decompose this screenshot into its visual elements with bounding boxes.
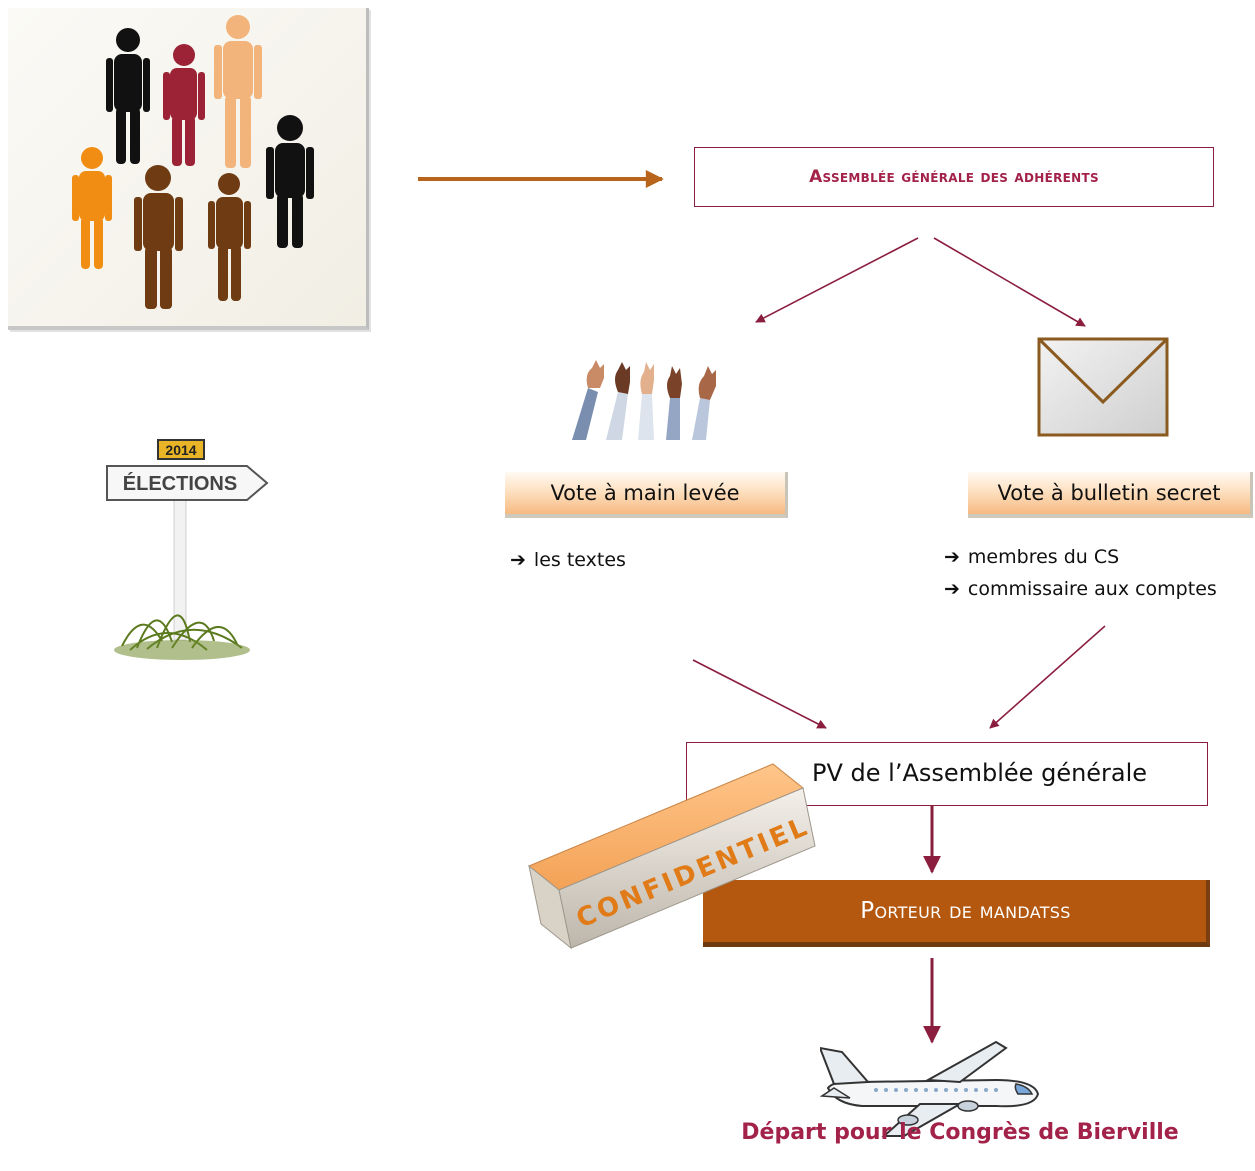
pv-assemblee-node: PV de l’Assemblée générale (686, 742, 1208, 806)
bullet-text: membres du CS (967, 546, 1120, 568)
airplane-icon (820, 1040, 1040, 1137)
bullet-text: les textes (533, 549, 626, 571)
pv-assemblee-label: PV de l’Assemblée générale (812, 759, 1148, 787)
bullet-text: commissaire aux comptes (967, 578, 1217, 600)
raised-hands-icon (572, 360, 716, 440)
assembly-label: Assemblée générale des adhérents (809, 167, 1099, 187)
envelope-icon (1037, 337, 1169, 437)
people-illustration (8, 8, 369, 330)
porteur-mandats-label: Porteur de mandatss (860, 898, 1071, 924)
people-icon (72, 15, 314, 309)
bullet-commissaire: ➔ commissaire aux comptes (944, 578, 1217, 600)
departure-label: Départ pour le Congrès de Bierville (741, 1120, 1179, 1145)
vote-bulletin-secret-node: Vote à bulletin secret (968, 472, 1253, 518)
bullet-membres-cs: ➔ membres du CS (944, 546, 1119, 568)
election-sign-icon: 2014 ÉLECTIONS (106, 439, 269, 660)
assembly-node: Assemblée générale des adhérents (694, 147, 1214, 207)
bullet-les-textes: ➔ les textes (510, 549, 626, 571)
arrow-assembly-to-secret (933, 237, 1086, 327)
sign-label: ÉLECTIONS (123, 472, 237, 495)
sign-year: 2014 (165, 442, 196, 458)
arrow-main-to-pv (692, 659, 827, 729)
arrow-bullet-icon: ➔ (510, 549, 526, 571)
vote-main-levee-label: Vote à main levée (550, 481, 740, 505)
porteur-mandats-node: Porteur de mandatss (703, 880, 1210, 947)
arrow-bullet-icon: ➔ (944, 578, 960, 600)
arrow-assembly-to-main (755, 237, 919, 323)
vote-bulletin-secret-label: Vote à bulletin secret (997, 481, 1221, 505)
arrow-bullet-icon: ➔ (944, 546, 960, 568)
vote-main-levee-node: Vote à main levée (505, 472, 788, 518)
confidential-stamp-icon: CONFIDENTIEL (528, 763, 816, 950)
arrow-secret-to-pv (989, 625, 1106, 729)
